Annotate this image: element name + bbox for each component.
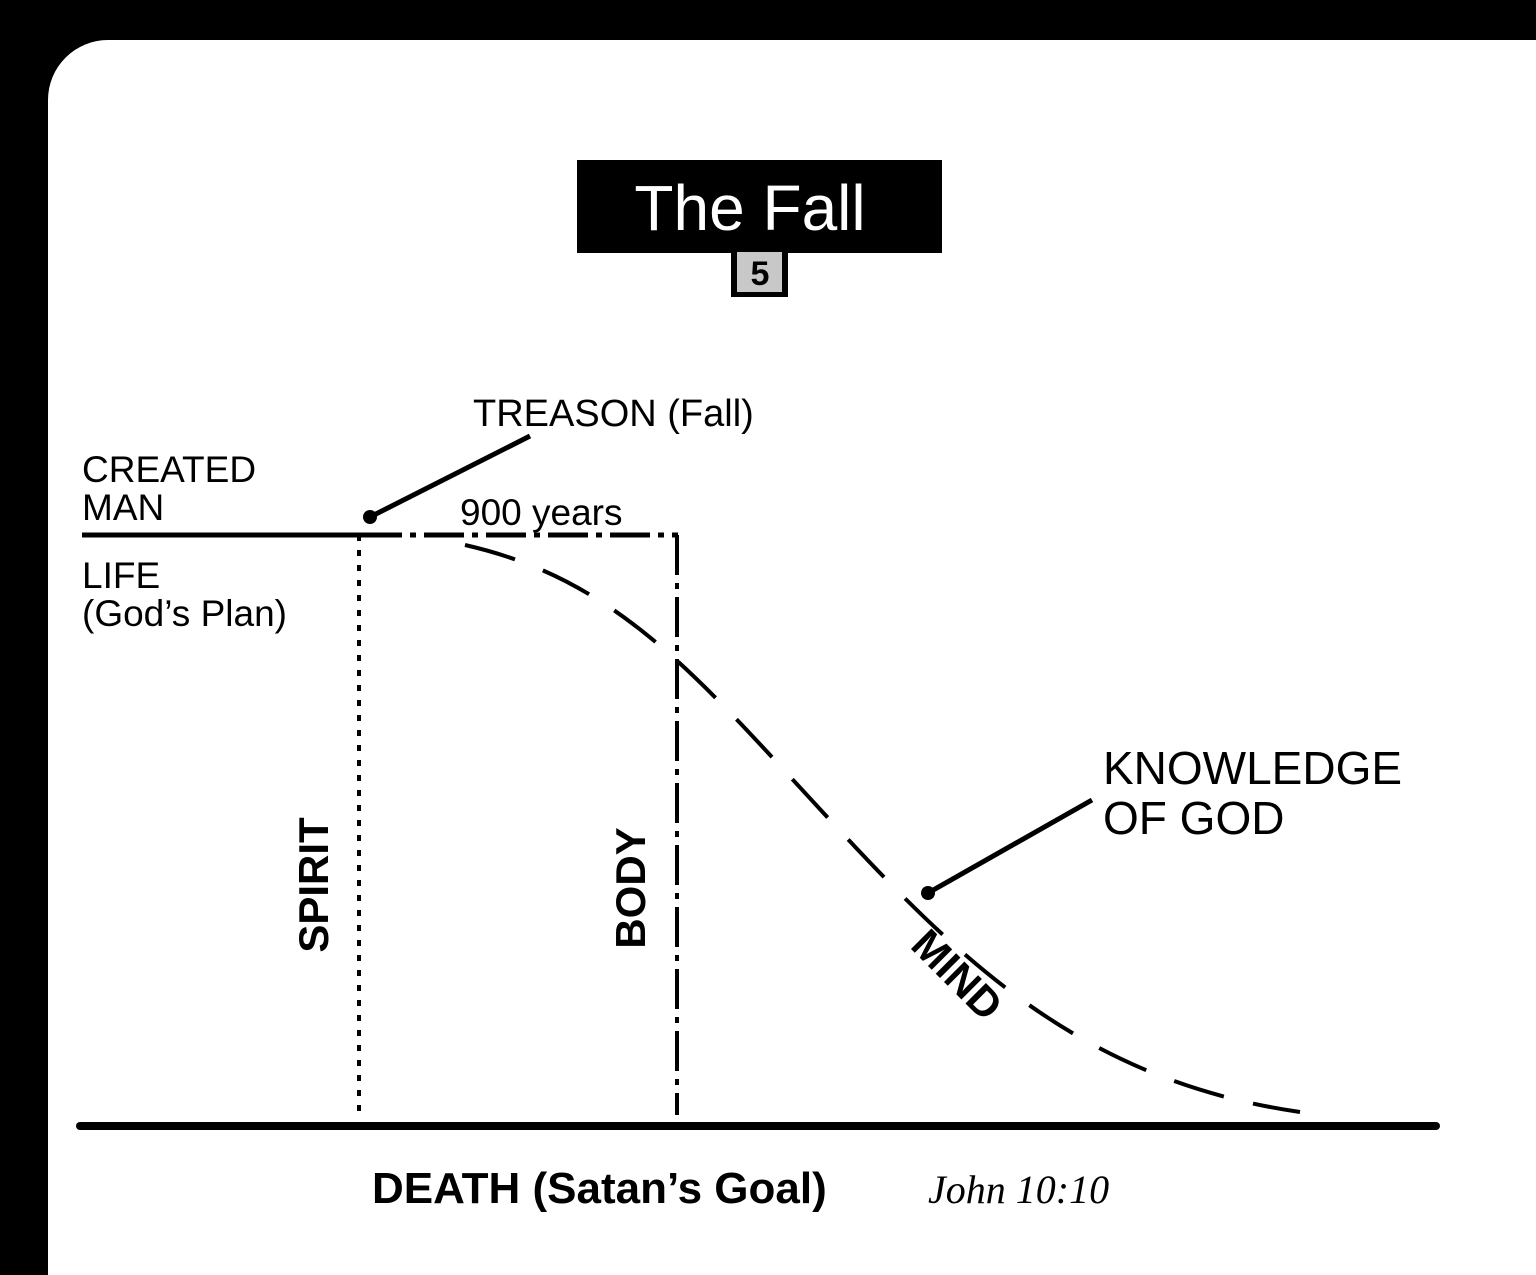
mind-label: MIND — [903, 920, 1012, 1029]
title-banner — [577, 160, 942, 253]
body-label: BODY — [607, 827, 654, 948]
chapter-badge — [737, 252, 782, 292]
knowledge-point — [921, 886, 935, 900]
mind-curve — [464, 543, 1301, 1114]
knowledge-label-line1: KNOWLEDGE — [1103, 742, 1402, 794]
treason-label: TREASON (Fall) — [473, 393, 754, 435]
chapter-number: 5 — [751, 255, 770, 293]
death-label: DEATH (Satan’s Goal) — [372, 1164, 827, 1213]
created-man-label-line1: CREATED — [82, 449, 256, 490]
created-man-label-line2: MAN — [82, 487, 164, 528]
life-label-line2: (God’s Plan) — [82, 593, 287, 634]
treason-pointer — [368, 433, 532, 520]
knowledge-label-line2: OF GOD — [1103, 792, 1284, 844]
diagram-title: The Fall — [634, 172, 865, 244]
knowledge-pointer — [926, 797, 1094, 896]
years-label: 900 years — [460, 492, 623, 533]
treason-point — [363, 510, 377, 524]
scripture-reference: John 10:10 — [928, 1167, 1109, 1212]
life-label-line1: LIFE — [82, 555, 160, 596]
spirit-label: SPIRIT — [290, 817, 337, 953]
